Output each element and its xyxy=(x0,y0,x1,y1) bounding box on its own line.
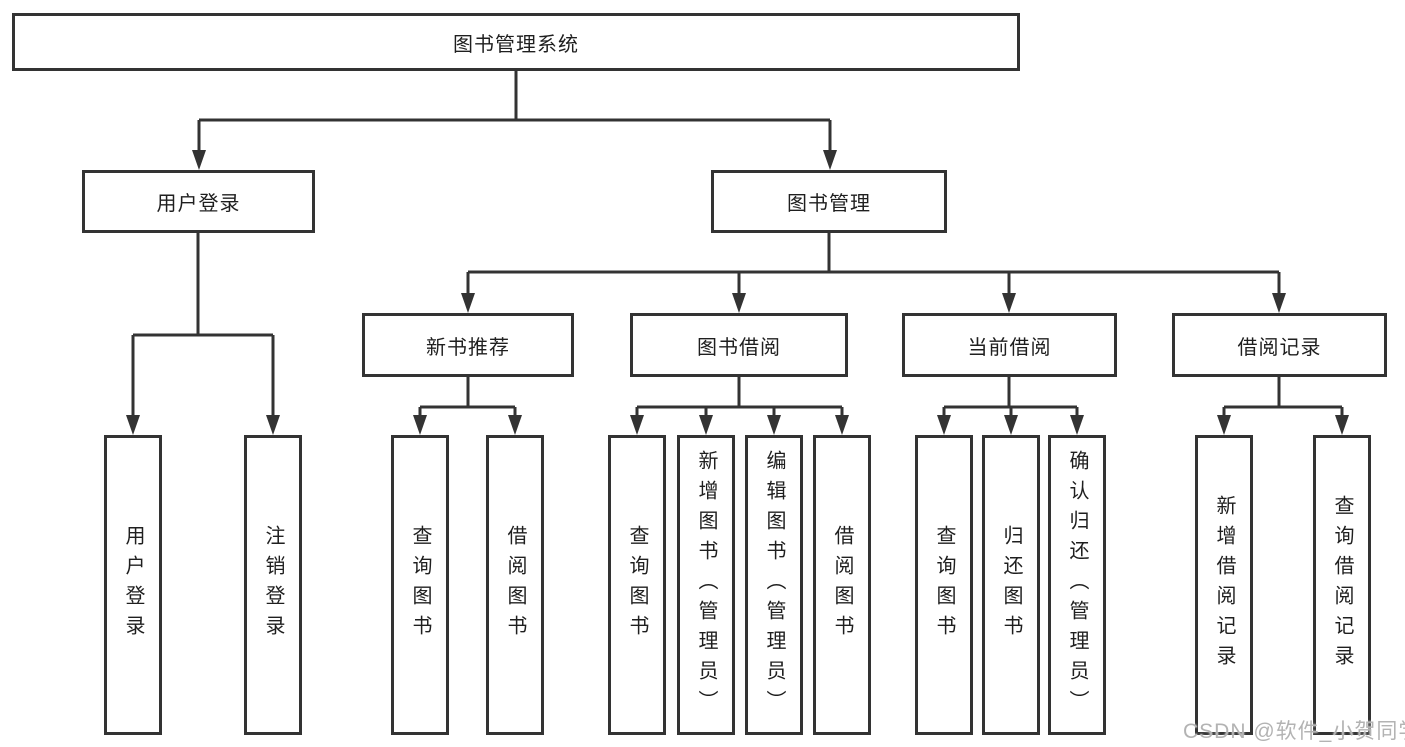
leaf-borrow-query-books-label: 查询图书 xyxy=(626,525,648,645)
leaf-current-return-books: 归还图书 xyxy=(982,435,1040,735)
leaf-records-query-record-label: 查询借阅记录 xyxy=(1331,495,1353,675)
leaf-current-confirm-return-admin: 确认归还（管理员） xyxy=(1048,435,1106,735)
leaf-current-confirm-return-admin-label: 确认归还（管理员） xyxy=(1066,450,1088,720)
leaf-borrow-borrow-books: 借阅图书 xyxy=(813,435,871,735)
node-book-borrow: 图书借阅 xyxy=(630,313,848,377)
leaf-recommend-borrow-books-label: 借阅图书 xyxy=(504,525,526,645)
leaf-current-query-books: 查询图书 xyxy=(915,435,973,735)
leaf-recommend-query-books-label: 查询图书 xyxy=(409,525,431,645)
leaf-current-return-books-label: 归还图书 xyxy=(1000,525,1022,645)
leaf-records-query-record: 查询借阅记录 xyxy=(1313,435,1371,735)
leaf-borrow-edit-books-admin: 编辑图书（管理员） xyxy=(745,435,803,735)
leaf-borrow-add-books-admin: 新增图书（管理员） xyxy=(677,435,735,735)
connector-newbooks xyxy=(413,377,522,435)
connector-records xyxy=(1217,377,1349,435)
node-new-book-recommend-label: 新书推荐 xyxy=(426,336,510,359)
node-book-mgmt-label: 图书管理 xyxy=(787,193,871,215)
leaf-current-query-books-label: 查询图书 xyxy=(933,525,955,645)
leaf-recommend-borrow-books: 借阅图书 xyxy=(486,435,544,735)
node-root: 图书管理系统 xyxy=(12,13,1020,71)
leaf-borrow-borrow-books-label: 借阅图书 xyxy=(831,525,853,645)
connector-borrow xyxy=(630,377,849,435)
leaf-borrow-edit-books-admin-label: 编辑图书（管理员） xyxy=(763,450,785,720)
connector-login xyxy=(126,233,280,435)
leaf-logout-label: 注销登录 xyxy=(262,525,284,645)
leaf-records-add-record-label: 新增借阅记录 xyxy=(1213,495,1235,675)
connector-current xyxy=(937,377,1084,435)
node-book-mgmt: 图书管理 xyxy=(711,170,947,233)
node-book-borrow-label: 图书借阅 xyxy=(697,336,781,359)
leaf-logout: 注销登录 xyxy=(244,435,302,735)
leaf-borrow-query-books: 查询图书 xyxy=(608,435,666,735)
node-root-label: 图书管理系统 xyxy=(453,33,579,56)
node-user-login: 用户登录 xyxy=(82,170,315,233)
leaf-borrow-add-books-admin-label: 新增图书（管理员） xyxy=(695,450,717,720)
connector-root xyxy=(192,71,837,170)
leaf-user-login-label: 用户登录 xyxy=(122,525,144,645)
node-current-borrow-label: 当前借阅 xyxy=(967,336,1052,359)
leaf-records-add-record: 新增借阅记录 xyxy=(1195,435,1253,735)
leaf-user-login: 用户登录 xyxy=(104,435,162,735)
node-new-book-recommend: 新书推荐 xyxy=(362,313,574,377)
node-user-login-label: 用户登录 xyxy=(156,193,241,215)
node-borrow-records-label: 借阅记录 xyxy=(1237,336,1322,359)
node-borrow-records: 借阅记录 xyxy=(1172,313,1387,377)
connector-mgmt xyxy=(461,233,1286,313)
csdn-watermark: CSDN @软件_小贺同学 xyxy=(1183,720,1405,743)
node-current-borrow: 当前借阅 xyxy=(902,313,1117,377)
leaf-recommend-query-books: 查询图书 xyxy=(391,435,449,735)
